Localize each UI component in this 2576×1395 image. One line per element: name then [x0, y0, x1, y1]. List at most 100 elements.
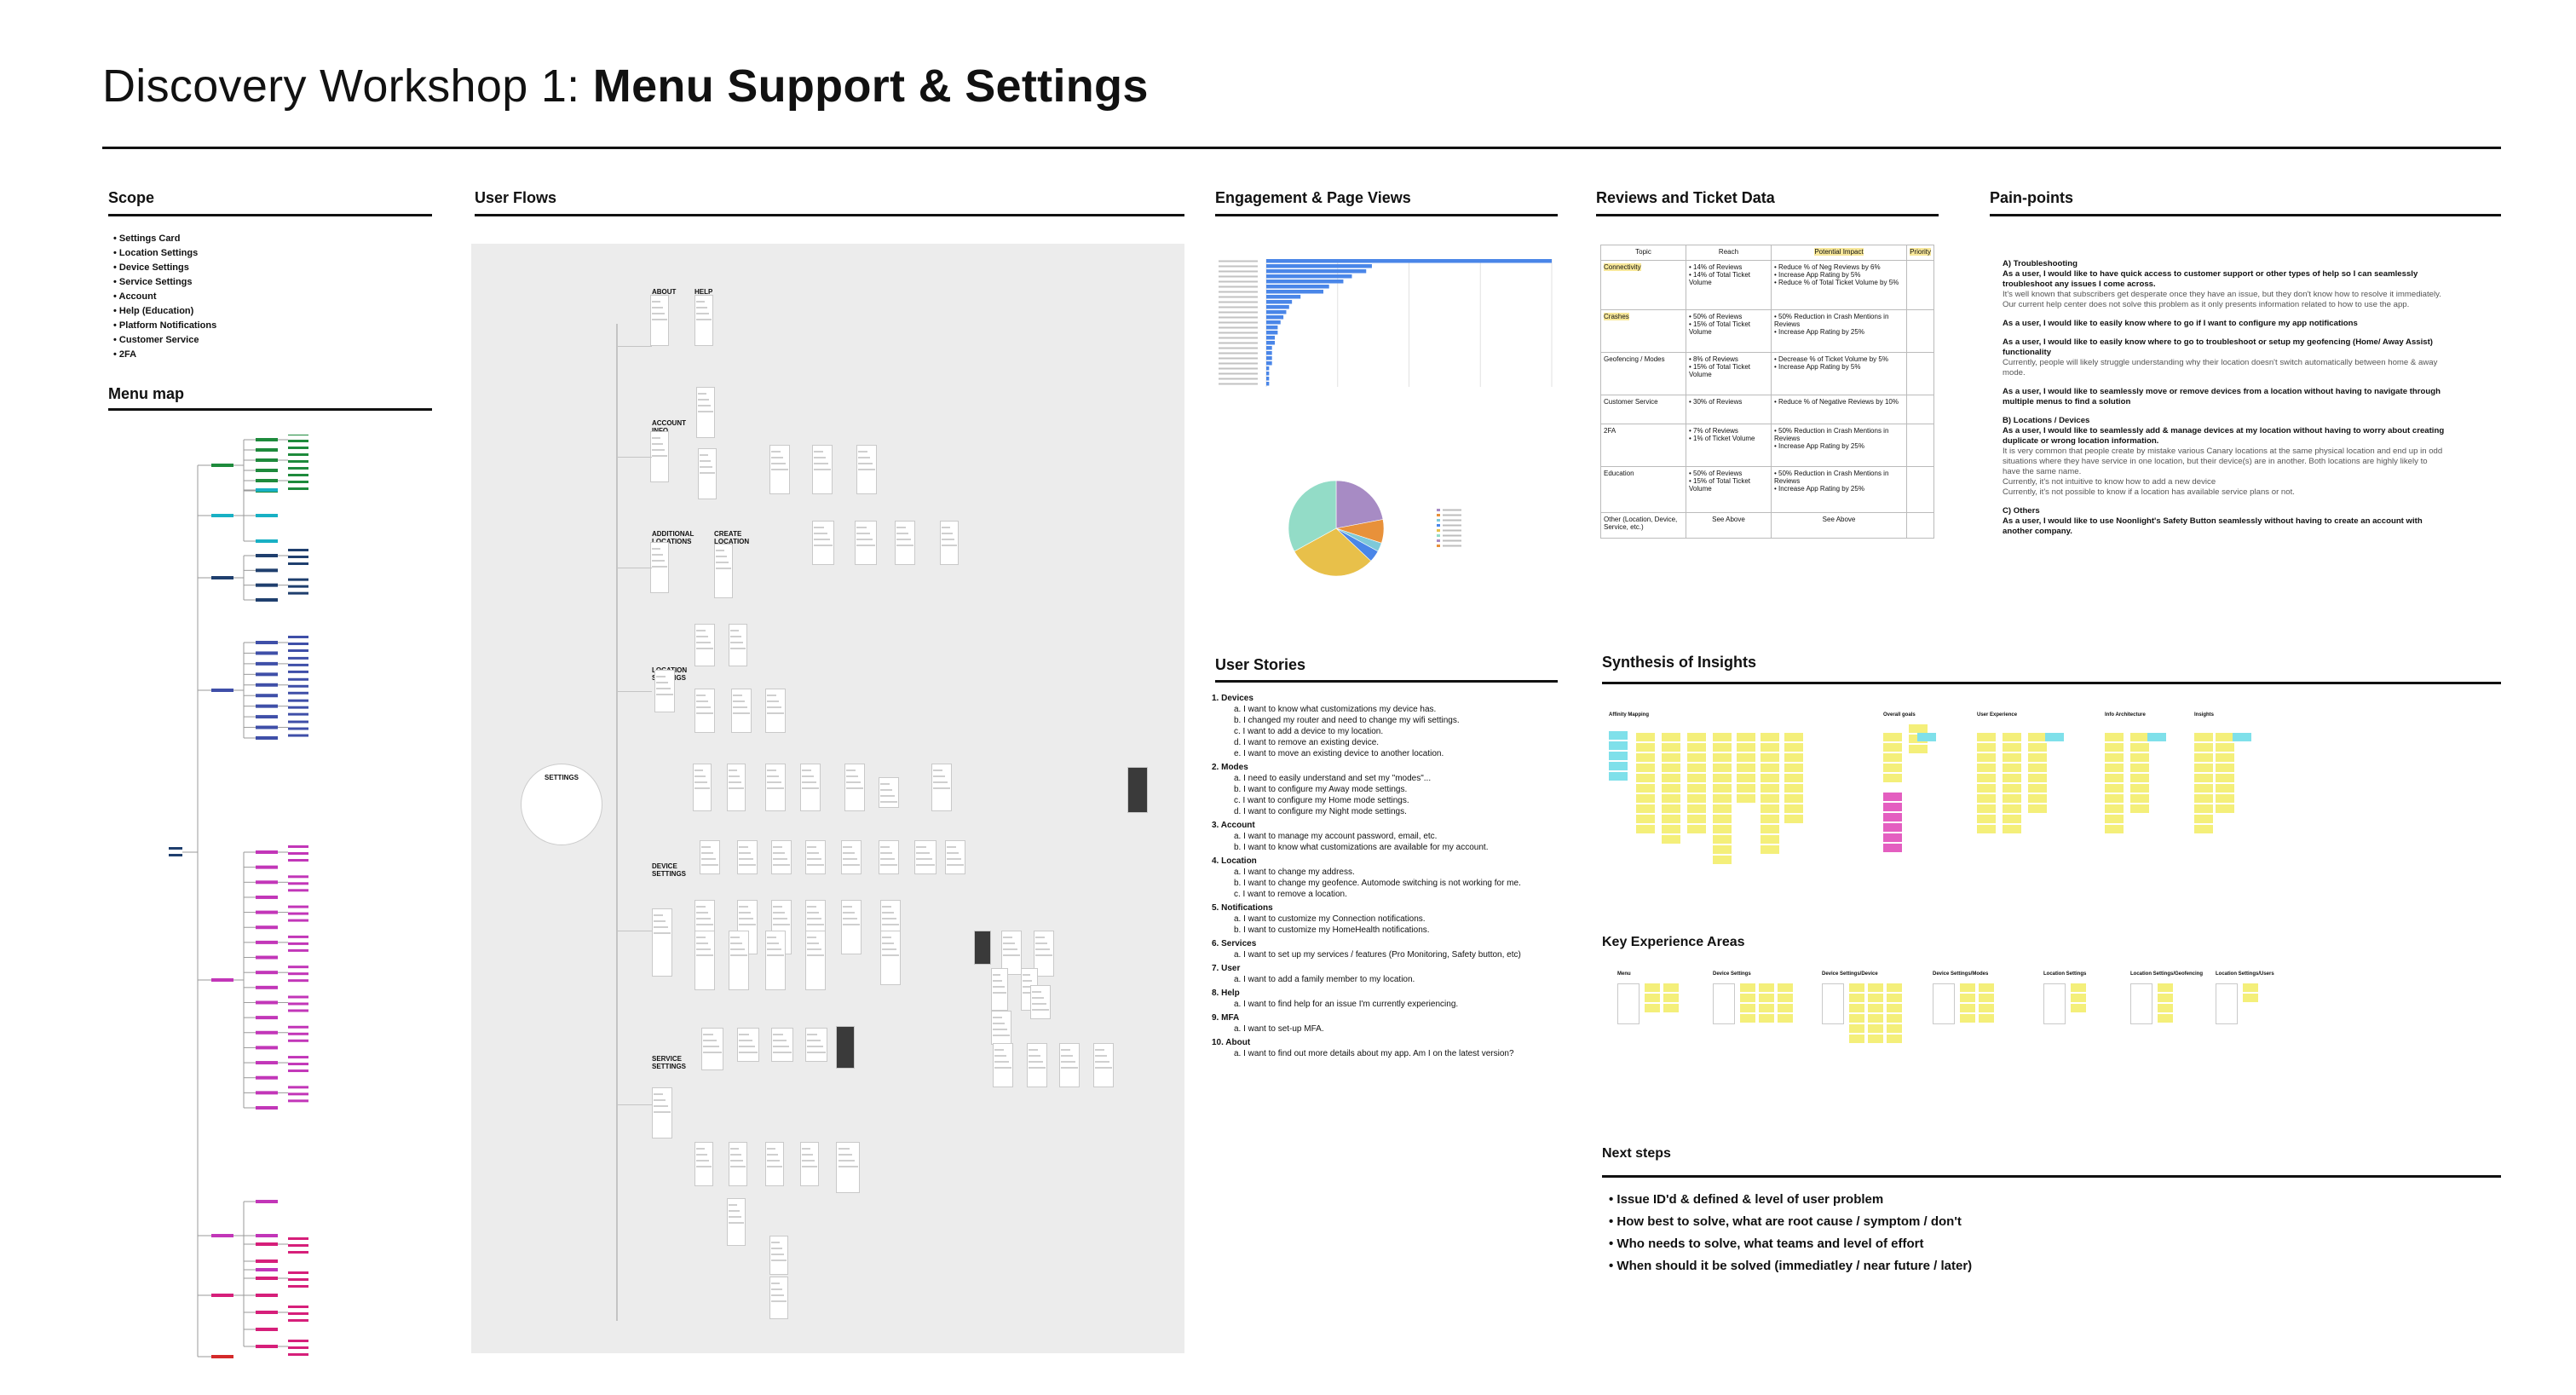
sticky-note[interactable] [1609, 731, 1628, 740]
sticky-note[interactable] [2028, 764, 2047, 772]
sticky-note[interactable] [2194, 764, 2213, 772]
sticky-note[interactable] [1636, 825, 1655, 833]
sticky-note[interactable] [1849, 1014, 1864, 1023]
sticky-note[interactable] [1977, 733, 1996, 741]
key-area-screen[interactable] [2216, 983, 2238, 1024]
flow-screen[interactable] [765, 764, 786, 811]
sticky-note[interactable] [1883, 743, 1902, 752]
sticky-note[interactable] [1713, 835, 1732, 844]
sticky-note[interactable] [1868, 1004, 1883, 1012]
sticky-note[interactable] [2105, 804, 2124, 813]
key-area-screen[interactable] [1713, 983, 1735, 1024]
sticky-note[interactable] [1713, 764, 1732, 772]
flow-screen[interactable] [993, 1043, 1013, 1087]
sticky-note[interactable] [1849, 994, 1864, 1002]
sticky-note[interactable] [1849, 1024, 1864, 1033]
flow-screen[interactable] [737, 840, 758, 874]
sticky-note[interactable] [2003, 764, 2021, 772]
sticky-note[interactable] [1737, 774, 1755, 782]
flow-screen[interactable] [737, 1028, 759, 1062]
user-flows-canvas[interactable]: SETTINGS ABOUT HELP ACCOUNT INFO ADDITIO… [471, 244, 1184, 1353]
flow-screen[interactable] [652, 908, 672, 977]
sticky-note[interactable] [2071, 1004, 2086, 1012]
flow-screen[interactable] [974, 931, 991, 965]
sticky-note[interactable] [2105, 774, 2124, 782]
sticky-note[interactable] [1662, 764, 1680, 772]
sticky-note[interactable] [1759, 1014, 1774, 1023]
sticky-note[interactable] [1761, 733, 1779, 741]
sticky-note[interactable] [1977, 825, 1996, 833]
sticky-note[interactable] [2028, 753, 2047, 762]
sticky-note[interactable] [2216, 784, 2234, 793]
sticky-note[interactable] [1917, 733, 1936, 741]
flow-screen[interactable] [800, 1142, 819, 1186]
flow-screen[interactable] [693, 764, 712, 811]
sticky-note[interactable] [1662, 794, 1680, 803]
flow-screen[interactable] [765, 1142, 784, 1186]
sticky-note[interactable] [1761, 784, 1779, 793]
sticky-note[interactable] [1883, 764, 1902, 772]
flow-screen[interactable] [931, 764, 952, 811]
sticky-note[interactable] [1713, 794, 1732, 803]
sticky-note[interactable] [1979, 1004, 1994, 1012]
sticky-note[interactable] [2105, 764, 2124, 772]
sticky-note[interactable] [2194, 825, 2213, 833]
sticky-note[interactable] [2045, 733, 2064, 741]
sticky-note[interactable] [1761, 794, 1779, 803]
sticky-note[interactable] [1883, 844, 1902, 852]
sticky-note[interactable] [2158, 994, 2173, 1002]
sticky-note[interactable] [1713, 815, 1732, 823]
sticky-note[interactable] [1713, 753, 1732, 762]
flow-screen[interactable] [1027, 1043, 1047, 1087]
sticky-note[interactable] [1887, 983, 1902, 992]
sticky-note[interactable] [1761, 774, 1779, 782]
sticky-note[interactable] [1960, 1004, 1975, 1012]
flow-screen[interactable] [650, 542, 669, 593]
sticky-note[interactable] [1663, 994, 1679, 1002]
flow-screen[interactable] [879, 840, 899, 874]
sticky-note[interactable] [2216, 753, 2234, 762]
sticky-note[interactable] [1737, 784, 1755, 793]
sticky-note[interactable] [2216, 804, 2234, 813]
sticky-note[interactable] [1662, 784, 1680, 793]
sticky-note[interactable] [1784, 733, 1803, 741]
sticky-note[interactable] [1977, 794, 1996, 803]
sticky-note[interactable] [1761, 845, 1779, 854]
sticky-note[interactable] [2105, 733, 2124, 741]
flow-screen[interactable] [694, 1142, 713, 1186]
sticky-note[interactable] [1636, 804, 1655, 813]
flow-screen[interactable] [841, 840, 862, 874]
flow-screen[interactable] [945, 840, 965, 874]
sticky-note[interactable] [1636, 774, 1655, 782]
sticky-note[interactable] [1609, 762, 1628, 770]
sticky-note[interactable] [1663, 983, 1679, 992]
flow-screen[interactable] [694, 295, 713, 346]
sticky-note[interactable] [1868, 1035, 1883, 1043]
flow-screen[interactable] [654, 670, 675, 712]
sticky-note[interactable] [1687, 753, 1706, 762]
sticky-note[interactable] [1713, 856, 1732, 864]
key-area-screen[interactable] [1822, 983, 1844, 1024]
sticky-note[interactable] [1761, 743, 1779, 752]
flow-screen[interactable] [765, 931, 786, 990]
sticky-note[interactable] [1979, 994, 1994, 1002]
sticky-note[interactable] [2158, 1004, 2173, 1012]
sticky-note[interactable] [1662, 774, 1680, 782]
sticky-note[interactable] [1636, 815, 1655, 823]
sticky-note[interactable] [2028, 774, 2047, 782]
sticky-note[interactable] [1713, 784, 1732, 793]
flow-screen[interactable] [727, 1198, 746, 1246]
sticky-note[interactable] [2003, 784, 2021, 793]
sticky-note[interactable] [1784, 774, 1803, 782]
sticky-note[interactable] [1737, 743, 1755, 752]
sticky-note[interactable] [2105, 815, 2124, 823]
sticky-note[interactable] [1868, 1024, 1883, 1033]
sticky-note[interactable] [1784, 784, 1803, 793]
sticky-note[interactable] [1849, 1004, 1864, 1012]
flow-screen[interactable] [729, 931, 749, 990]
sticky-note[interactable] [1979, 1014, 1994, 1023]
sticky-note[interactable] [1740, 1004, 1755, 1012]
sticky-note[interactable] [1868, 983, 1883, 992]
sticky-note[interactable] [2243, 994, 2258, 1002]
sticky-note[interactable] [2071, 983, 2086, 992]
